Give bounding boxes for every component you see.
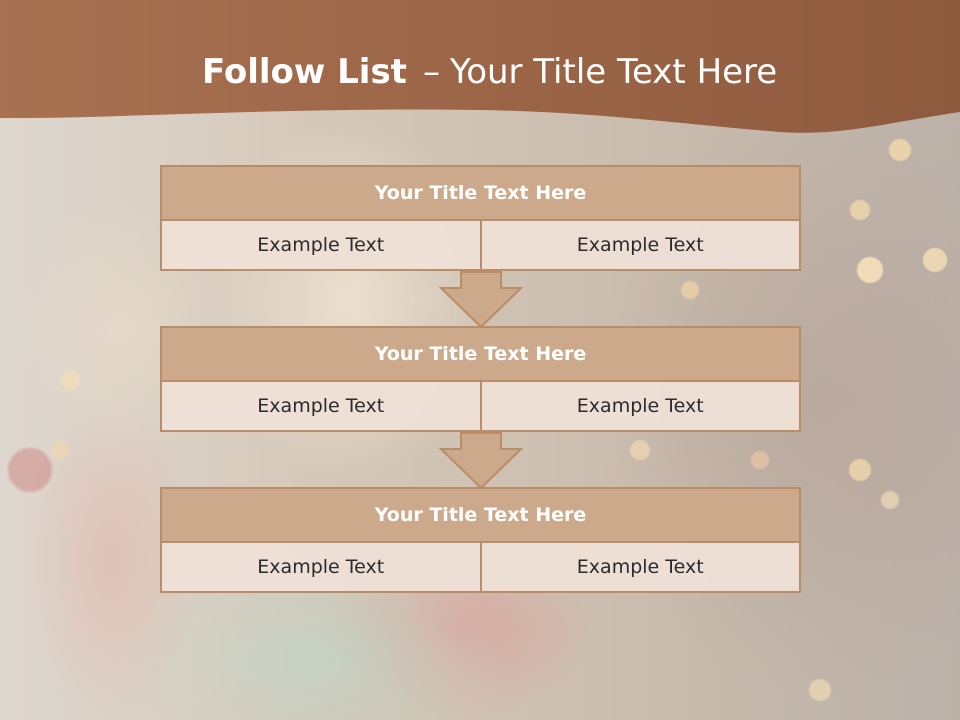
block-title[interactable]: Your Title Text Here	[160, 326, 801, 382]
block-cell-left[interactable]: Example Text	[160, 382, 480, 432]
block-title[interactable]: Your Title Text Here	[160, 487, 801, 543]
block-row: Example Text Example Text	[160, 221, 801, 271]
down-arrow-icon	[439, 432, 523, 490]
slide-title-bold: Follow List	[202, 52, 407, 92]
list-block-1: Your Title Text Here Example Text Exampl…	[160, 165, 801, 271]
block-cell-right[interactable]: Example Text	[479, 221, 801, 271]
block-title[interactable]: Your Title Text Here	[160, 165, 801, 221]
block-cell-left[interactable]: Example Text	[160, 543, 480, 593]
list-block-2: Your Title Text Here Example Text Exampl…	[160, 326, 801, 432]
block-row: Example Text Example Text	[160, 382, 801, 432]
header-band	[0, 0, 960, 133]
slide-title-dash: –	[422, 52, 440, 92]
slide-title-rest: Your Title Text Here	[449, 52, 778, 92]
block-row: Example Text Example Text	[160, 543, 801, 593]
slide-title: Follow List–Your Title Text Here	[0, 52, 960, 92]
block-cell-right[interactable]: Example Text	[479, 543, 801, 593]
block-cell-right[interactable]: Example Text	[479, 382, 801, 432]
list-block-3: Your Title Text Here Example Text Exampl…	[160, 487, 801, 593]
block-cell-left[interactable]: Example Text	[160, 221, 480, 271]
down-arrow-icon	[439, 271, 523, 329]
